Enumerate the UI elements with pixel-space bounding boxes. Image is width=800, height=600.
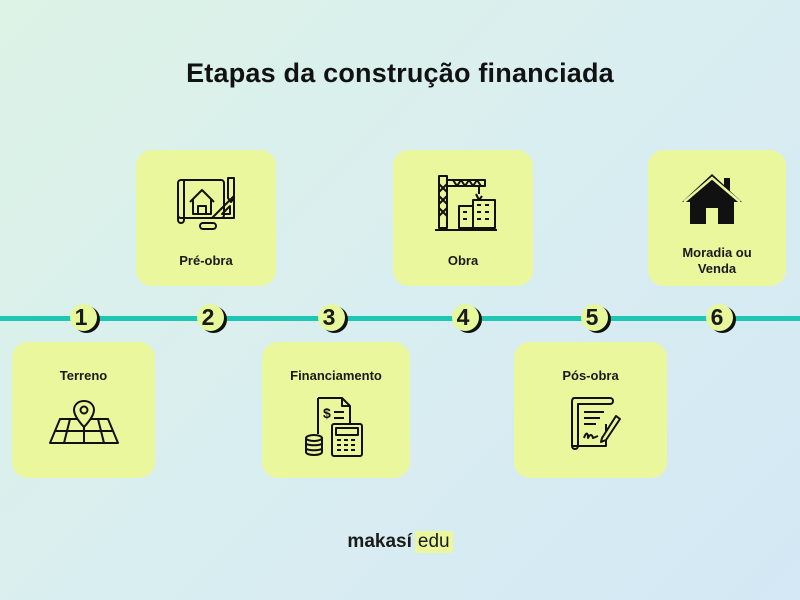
step-number-4: 4 — [449, 303, 479, 331]
step-label: Financiamento — [290, 368, 382, 383]
step-card-terreno: Terreno — [12, 342, 155, 478]
step-number-3: 3 — [315, 303, 345, 331]
house-icon — [682, 174, 742, 224]
step-card-financiamento: Financiamento $ — [262, 342, 410, 478]
step-label-moradia-line1: Moradia ou Venda — [648, 245, 786, 277]
blueprint-icon — [177, 177, 235, 230]
step-number-1: 1 — [67, 303, 97, 331]
step-label: Pré-obra — [179, 253, 233, 268]
map-pin-icon — [49, 400, 119, 444]
brand-name: makasí — [347, 531, 412, 552]
step-card-pos-obra: Pós-obra — [514, 342, 667, 478]
step-number-6: 6 — [703, 303, 733, 331]
step-card-obra: Obra — [393, 150, 533, 286]
step-label: Moradia ou Venda — [682, 245, 752, 276]
step-number-2: 2 — [194, 303, 224, 331]
step-label: Pós-obra — [562, 368, 619, 383]
brand-suffix: edu — [414, 531, 453, 553]
signed-document-icon — [571, 397, 621, 450]
step-number-5: 5 — [578, 303, 608, 331]
step-card-moradia: Moradia ou Venda — [648, 150, 786, 286]
timeline-line — [0, 316, 800, 321]
step-card-pre-obra: Pré-obra — [136, 150, 276, 286]
svg-text:$: $ — [323, 405, 331, 421]
crane-building-icon — [435, 175, 497, 231]
page-title: Etapas da construção financiada — [186, 58, 614, 88]
step-label: Terreno — [59, 368, 108, 383]
calculator-coins-icon: $ — [305, 397, 363, 457]
step-label: Obra — [447, 253, 479, 268]
